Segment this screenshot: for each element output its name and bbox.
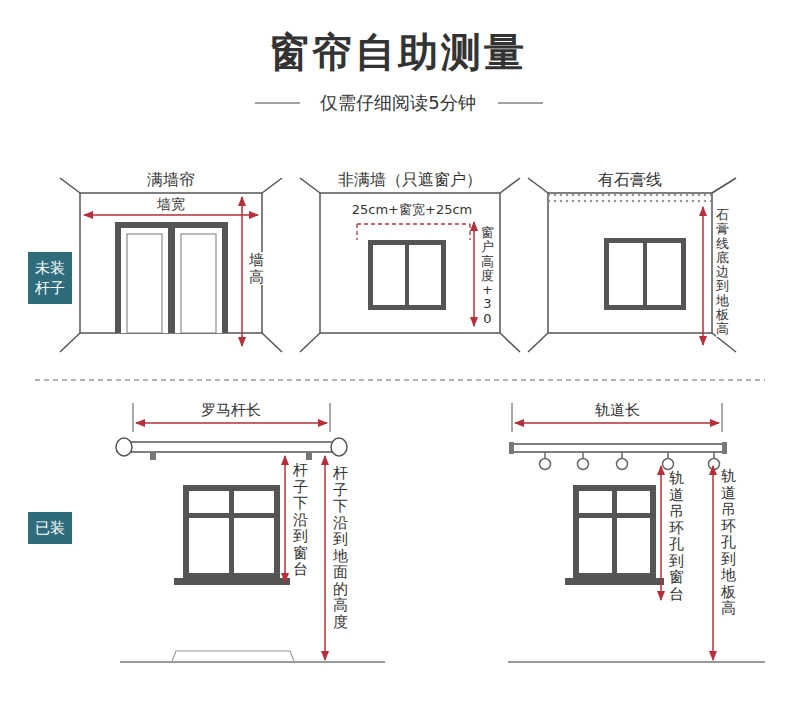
dimension-label: 罗马杆长 — [201, 401, 261, 419]
dimension-arrow — [284, 456, 286, 582]
dimension-label: 窗户高度+30 — [481, 226, 494, 326]
track-hooks — [540, 452, 720, 470]
curtain-track — [509, 442, 727, 454]
roman-rod — [116, 438, 347, 460]
subtitle-rule — [255, 102, 300, 103]
tag-text: 已装 — [31, 518, 69, 538]
panel-heading: 满墙帘 — [147, 170, 195, 189]
window — [565, 485, 664, 585]
tag-text: 未装 杆子 — [31, 258, 69, 299]
floor-line — [508, 661, 765, 663]
dimension-label: 墙宽 — [157, 196, 185, 213]
dimension-arrow — [660, 466, 662, 600]
room-outline — [528, 178, 736, 352]
dimension-arrow — [324, 456, 326, 660]
panel-heading: 有石膏线 — [598, 170, 662, 189]
divider — [35, 379, 765, 381]
dimension-label: 25cm+窗宽+25cm — [352, 202, 473, 218]
dimension-arrow — [702, 207, 704, 345]
dimension-arrow — [84, 214, 258, 216]
dimension-label: 轨道长 — [595, 401, 640, 419]
floor-object — [172, 651, 294, 661]
door — [115, 222, 228, 333]
plaster-line — [549, 194, 711, 205]
window — [174, 485, 290, 585]
status-tag: 未装 杆子 — [28, 252, 72, 305]
room-outline — [60, 178, 282, 352]
floor-line — [120, 661, 385, 663]
dimension-label: 轨道吊环孔到窗台 — [669, 470, 684, 602]
title: 窗帘自助测量 — [269, 28, 527, 76]
dimension-label: 轨道吊环孔到地板高 — [721, 468, 736, 617]
dimension-dashed — [357, 224, 470, 240]
dimension-arrow — [712, 466, 714, 660]
window — [368, 240, 446, 310]
dimension-label: 杆子下沿到窗台 — [293, 462, 308, 578]
window — [604, 238, 686, 310]
dimension-label: 石膏线底边到地板高 — [716, 208, 729, 337]
dimension-label: 墙高 — [249, 252, 264, 285]
subtitle: 仅需仔细阅读5分钟 — [320, 92, 475, 114]
status-tag: 已装 — [28, 512, 72, 544]
dimension-arrow — [136, 422, 327, 424]
dimension-arrow — [515, 422, 719, 424]
dimension-label: 杆子下沿到地面的高度 — [333, 465, 348, 630]
subtitle-rule — [498, 102, 543, 103]
panel-heading: 非满墙（只遮窗户） — [338, 170, 482, 189]
dimension-arrow — [473, 222, 475, 326]
dimension-arrow — [241, 197, 243, 346]
room-outline — [300, 178, 520, 352]
